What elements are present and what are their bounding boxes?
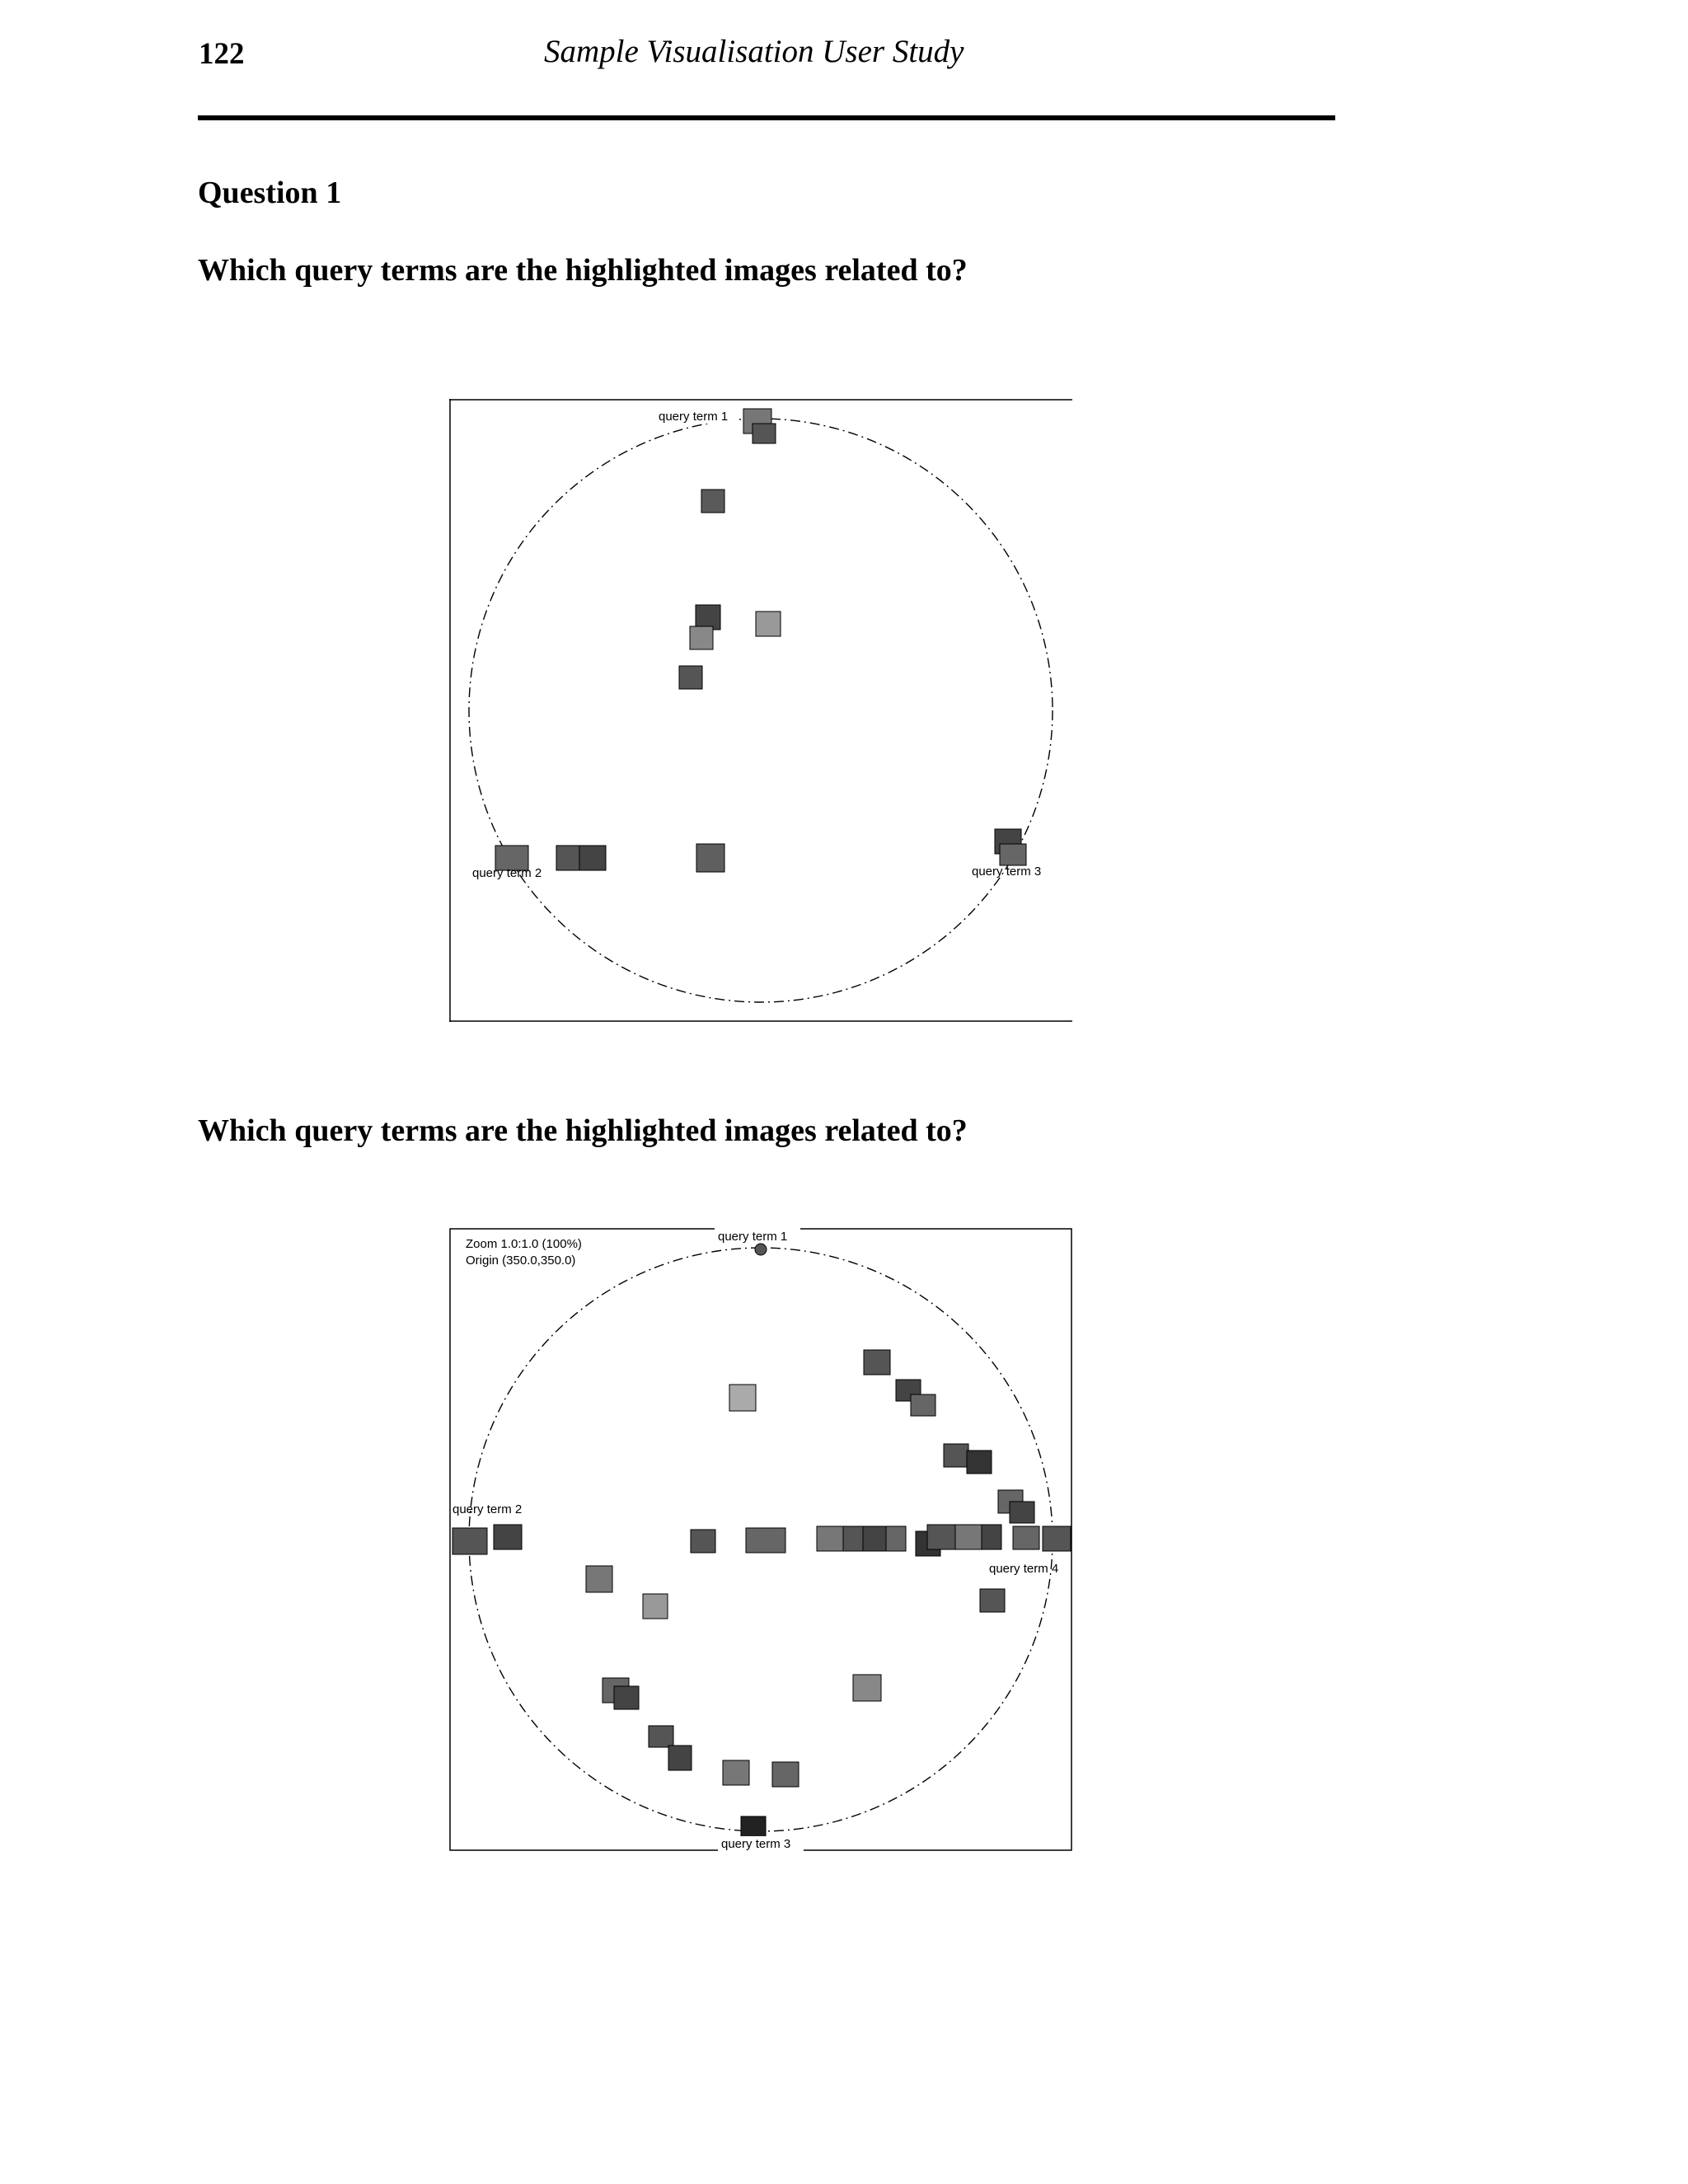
figure-1-circle	[468, 418, 1053, 1003]
thumbnail	[966, 1450, 992, 1474]
thumbnail	[852, 1674, 882, 1702]
query-term-3-label: query term 3	[721, 1837, 790, 1851]
thumbnail	[979, 1588, 1006, 1613]
query-term-1-label: query term 1	[659, 410, 728, 424]
query-term-3-label: query term 3	[972, 865, 1041, 879]
label-background	[718, 1836, 804, 1851]
figure-1-canvas: query term 1 query term 2 query term 3	[449, 399, 1072, 1022]
thumbnail	[613, 1685, 640, 1710]
label-background	[655, 407, 739, 424]
query-term-1-marker	[754, 1243, 767, 1256]
question-prompt-2: Which query terms are the highlighted im…	[198, 1113, 968, 1148]
visualisation-figure-2: Zoom 1.0:1.0 (100%) Origin (350.0,350.0)	[449, 1228, 1072, 1851]
thumbnail	[495, 845, 529, 871]
thumbnail	[493, 1524, 523, 1550]
thumbnail	[926, 1524, 956, 1550]
question-heading: Question 1	[198, 176, 342, 210]
zoom-readout: Zoom 1.0:1.0 (100%)	[466, 1237, 582, 1251]
thumbnail	[755, 611, 781, 637]
thumbnail	[1012, 1526, 1040, 1550]
query-term-1-label: query term 1	[718, 1230, 787, 1244]
thumbnail	[1042, 1526, 1071, 1552]
header-rule	[198, 115, 1335, 120]
thumbnail	[1009, 1501, 1035, 1524]
thumbnail	[648, 1725, 674, 1748]
thumbnail	[752, 423, 776, 444]
thumbnail	[729, 1384, 757, 1412]
thumbnail	[696, 843, 725, 873]
thumbnail	[642, 1593, 668, 1619]
thumbnail	[910, 1394, 936, 1417]
figure-2-canvas: Zoom 1.0:1.0 (100%) Origin (350.0,350.0)	[449, 1228, 1072, 1851]
thumbnail	[862, 1526, 889, 1552]
thumbnail	[999, 843, 1027, 866]
thumbnail	[585, 1565, 613, 1593]
thumbnail	[981, 1524, 1002, 1550]
query-term-4-label: query term 4	[989, 1562, 1058, 1576]
thumbnail	[771, 1761, 799, 1788]
page-number: 122	[199, 37, 245, 71]
thumbnail	[954, 1524, 982, 1550]
label-background	[715, 1228, 800, 1243]
thumbnail	[690, 1529, 716, 1554]
thumbnail	[678, 665, 703, 690]
thumbnail	[816, 1526, 846, 1552]
thumbnail	[701, 489, 725, 513]
thumbnail	[863, 1349, 891, 1376]
figure-1-thumbnails	[495, 408, 1027, 873]
thumbnail	[722, 1760, 750, 1786]
origin-readout: Origin (350.0,350.0)	[466, 1254, 575, 1268]
visualisation-figure-1: query term 1 query term 2 query term 3	[449, 399, 1072, 1022]
running-title: Sample Visualisation User Study	[544, 34, 964, 69]
thumbnail	[556, 845, 582, 871]
query-term-2-label: query term 2	[472, 866, 542, 880]
figure-2-labels: query term 1 query term 2 query term 3 q…	[452, 1228, 1058, 1851]
figure-2-thumbnails	[452, 1349, 1071, 1840]
thumbnail	[885, 1526, 907, 1552]
thumbnail	[695, 604, 721, 630]
question-prompt-1: Which query terms are the highlighted im…	[198, 253, 968, 288]
figure-1-labels: query term 1 query term 2 query term 3	[472, 407, 1041, 880]
thumbnail	[689, 626, 714, 650]
thumbnail	[943, 1443, 969, 1468]
thumbnail	[668, 1745, 692, 1771]
thumbnail	[452, 1527, 488, 1555]
thumbnail	[745, 1527, 786, 1554]
thumbnail	[579, 845, 607, 871]
query-term-2-label: query term 2	[452, 1502, 522, 1516]
thumbnail	[740, 1816, 767, 1840]
thumbnail	[842, 1526, 865, 1552]
